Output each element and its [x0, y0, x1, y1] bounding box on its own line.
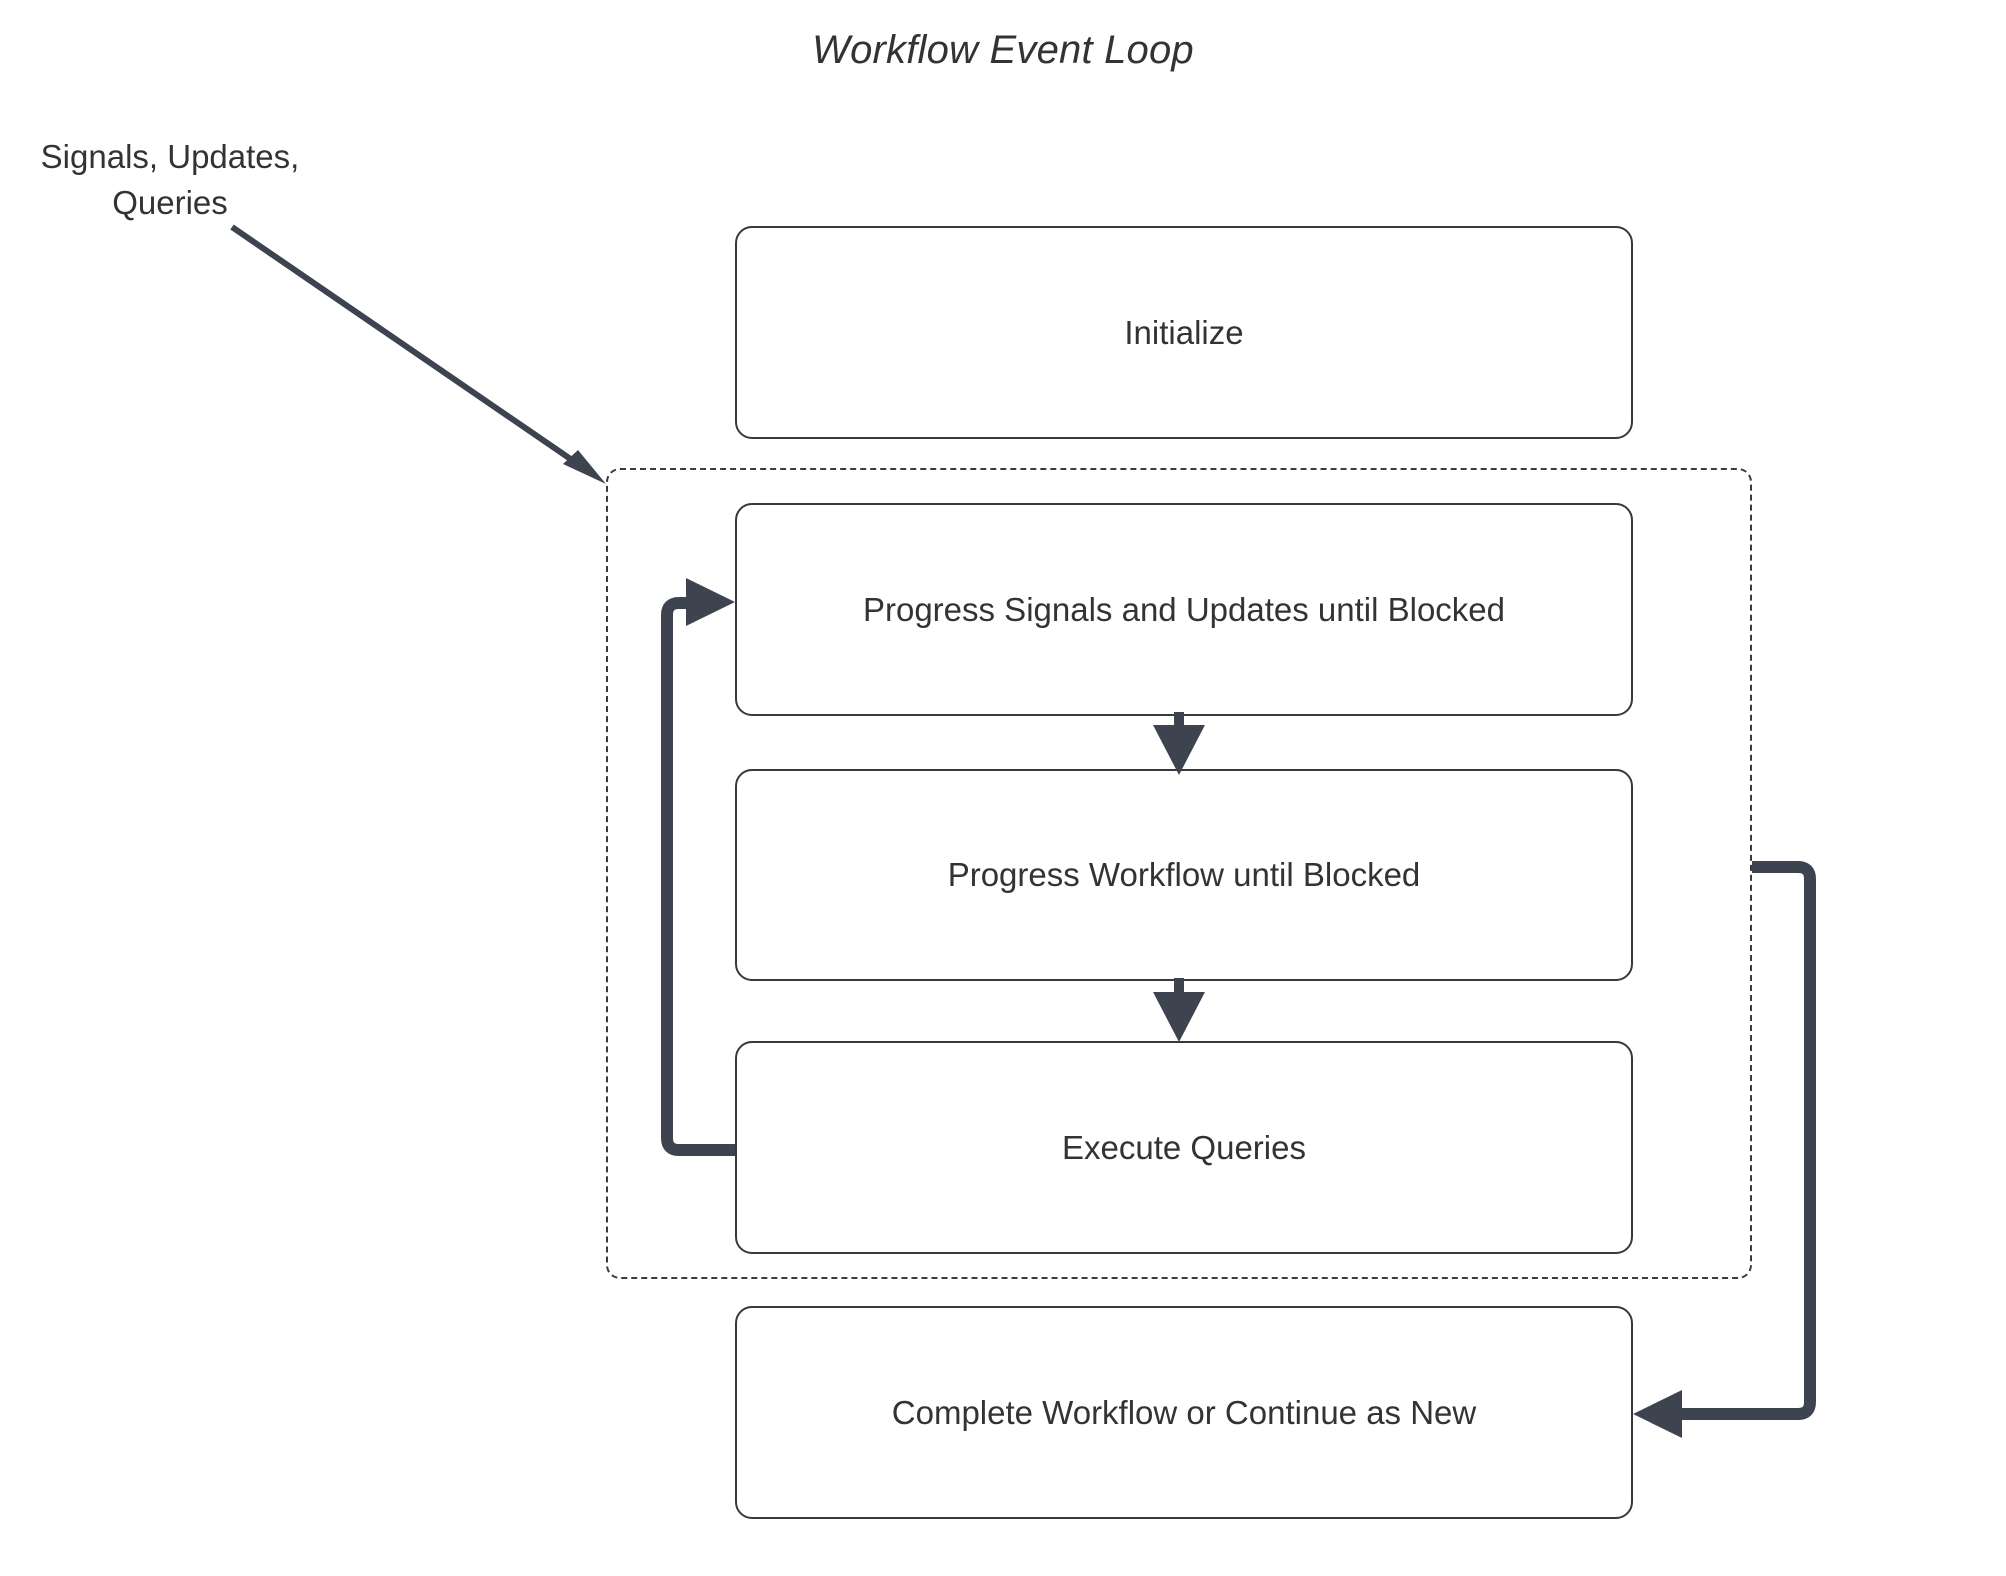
node-progress-workflow-label: Progress Workflow until Blocked [947, 856, 1421, 893]
edge-external-to-loop [230, 224, 606, 484]
node-execute-queries-label: Execute Queries [1062, 1128, 1306, 1166]
node-complete-workflow-label: Complete Workflow or Continue as New [891, 1393, 1477, 1431]
external-input-label: Signals, Updates, Queries [40, 138, 300, 221]
node-progress-signals[interactable]: Progress Signals and Updates until Block… [735, 503, 1633, 716]
node-progress-signals-label: Progress Signals and Updates until Block… [862, 590, 1506, 628]
node-complete-workflow[interactable]: Complete Workflow or Continue as New [735, 1306, 1633, 1519]
node-initialize-label: Initialize [1124, 313, 1244, 351]
node-progress-workflow[interactable]: Progress Workflow until Blocked [735, 769, 1633, 981]
diagram-title: Workflow Event Loop [812, 28, 1194, 72]
node-initialize[interactable]: Initialize [735, 226, 1633, 439]
node-execute-queries[interactable]: Execute Queries [735, 1041, 1633, 1254]
